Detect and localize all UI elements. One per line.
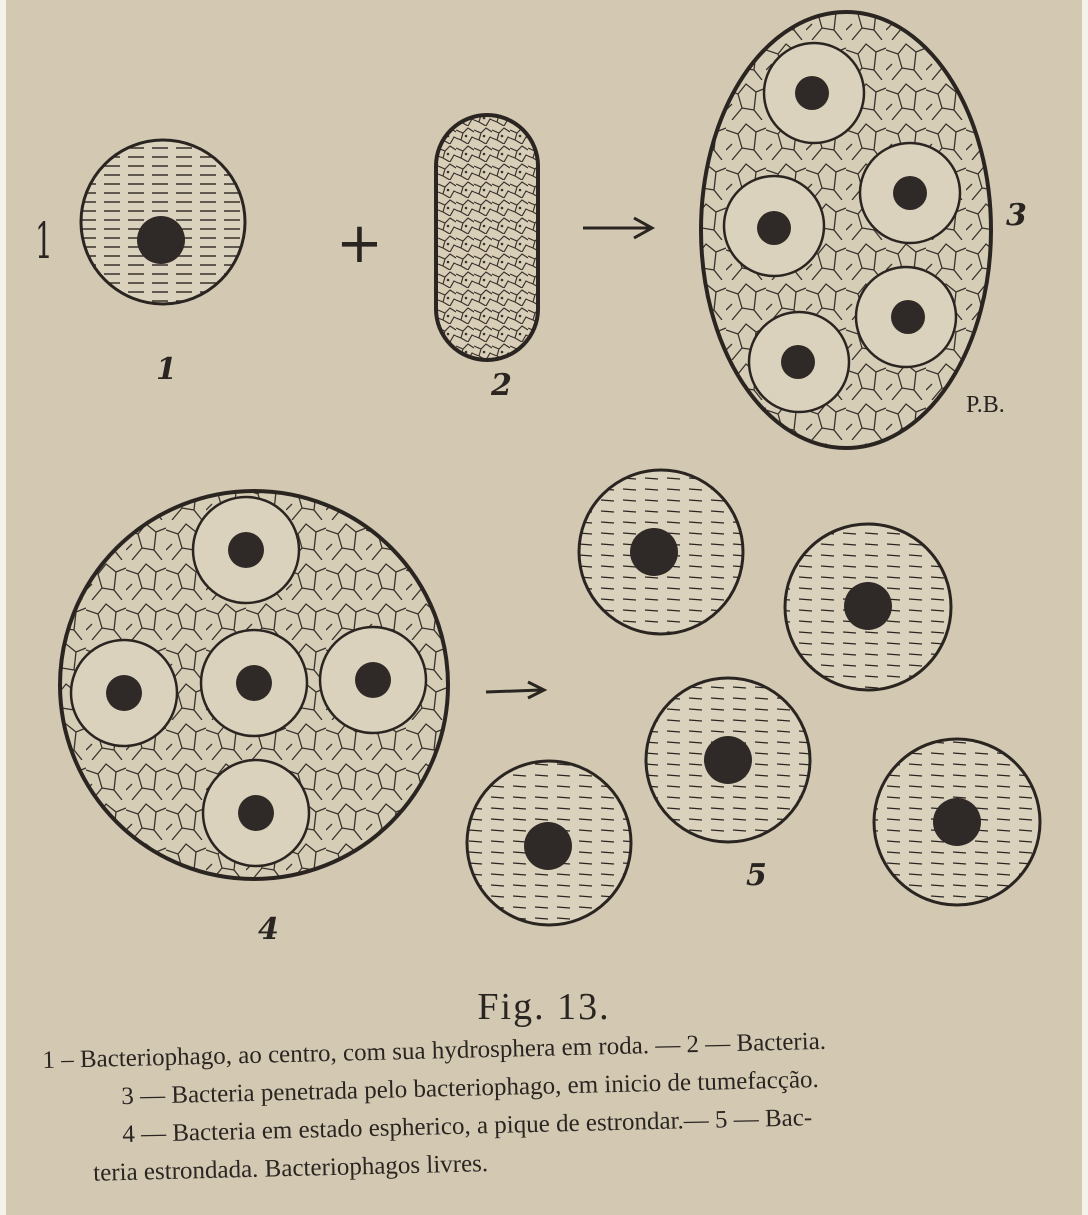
bacteriophage-1 [81,140,245,304]
bacterium-3 [701,12,991,448]
label-2: 2 [491,368,512,403]
arrow-1 [583,218,652,238]
label-1: 1 [156,352,177,387]
arrow-2 [486,682,544,698]
label-3: 3 [1006,198,1027,233]
bacterium-4 [60,491,448,879]
bacteriophage-illustration: + [6,0,1082,980]
free-bacteriophages-5 [467,470,1040,925]
plus-sign: + [336,211,383,276]
figure-caption: 1 – Bacteriophago, ao centro, com sua hy… [42,1017,1085,1194]
artist-initials: P.B. [966,392,1005,419]
label-5: 5 [746,858,767,893]
label-4: 4 [258,912,279,947]
bacterium-2 [436,115,538,360]
